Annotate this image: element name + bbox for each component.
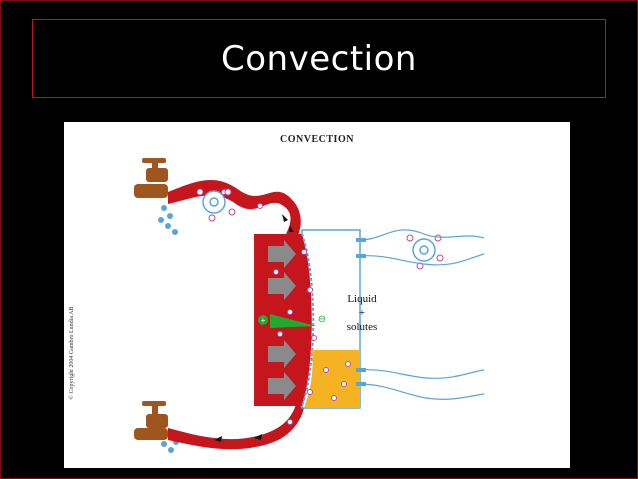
figure-heading: CONVECTION [280,134,354,145]
blood-inlet-tube [168,180,301,242]
molecule-right-icon [406,234,444,270]
convection-diagram: + ⊖ [134,158,485,453]
copyright-note: © Copyright 2004 Gambro Lundia AB [69,306,75,400]
convection-figure: + ⊖ [64,122,570,468]
top-faucet-icon [134,158,178,235]
bottom-faucet-icon [134,401,179,453]
membrane [301,233,315,407]
pressure-gradient-arrow [270,314,316,328]
filter-ports [356,238,366,386]
slide-title: Convection [221,38,417,79]
solute-particles [221,189,351,425]
blood-outlet-tube [168,404,304,450]
liquid-label-line-3: solutes [346,321,378,333]
outflow-lines [359,229,485,400]
positive-sign [258,315,268,325]
liquid-solutes-label: Liquid + solutes [322,292,402,334]
liquid-label-line-1: Liquid [347,293,377,305]
negative-sign-label: ⊖ [318,314,326,325]
title-box: Convection [32,19,606,98]
convection-arrows [268,240,296,400]
molecule-top-left-icon [196,188,236,222]
positive-sign-label: + [261,316,266,325]
liquid-label-line-2: + [358,307,366,319]
flow-direction-marks [214,214,294,442]
